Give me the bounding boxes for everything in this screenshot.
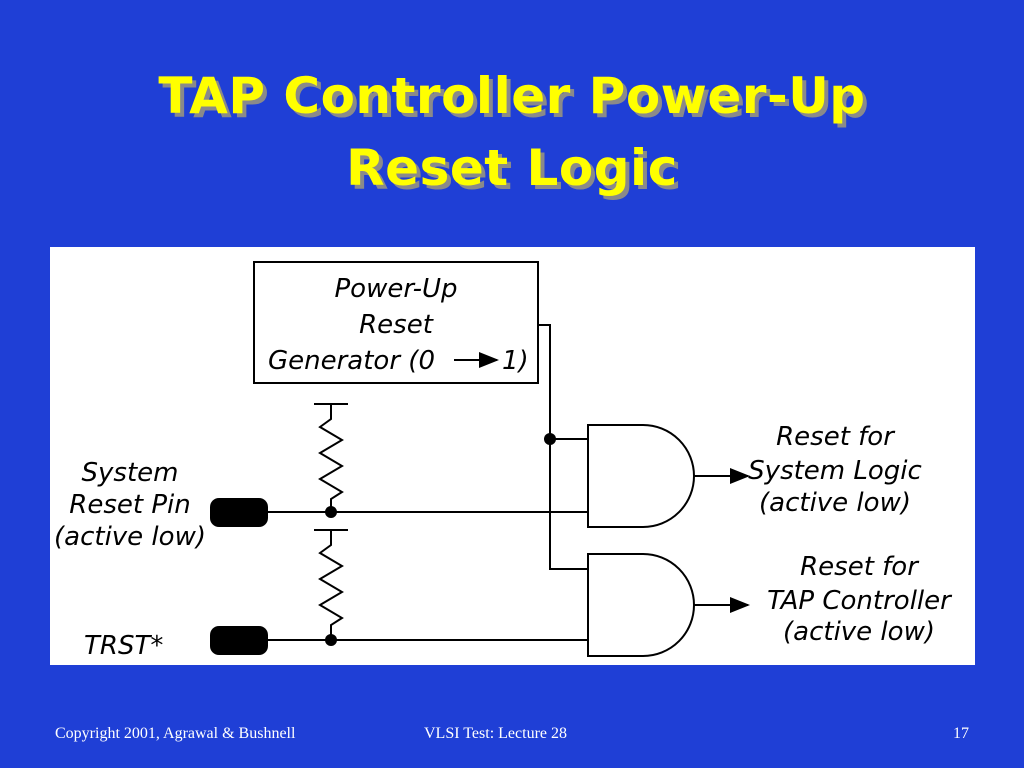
footer-lecture: VLSI Test: Lecture 28 xyxy=(424,725,567,742)
generator-output-wire xyxy=(538,324,588,570)
system-reset-pin-label-line3: (active low) xyxy=(54,522,206,552)
junction-dot xyxy=(544,433,556,445)
footer-copyright: Copyright 2001, Agrawal & Bushnell xyxy=(55,725,296,742)
system-reset-pin-connector xyxy=(210,498,268,527)
output2-label-line1: Reset for xyxy=(800,552,920,582)
generator-label-line2: Reset xyxy=(359,310,434,340)
title-line-2: Reset Logic xyxy=(346,139,678,197)
junction-dot xyxy=(325,506,337,518)
output1-label-line1: Reset for xyxy=(776,422,896,452)
system-reset-pin-label-line2: Reset Pin xyxy=(69,490,190,520)
power-up-reset-generator-box: Power-Up Reset Generator (0 1) xyxy=(253,261,539,384)
generator-label-line1: Power-Up xyxy=(334,274,457,304)
junction-dot xyxy=(325,634,337,646)
circuit-schematic: Power-Up Reset Generator (0 1) xyxy=(54,261,953,661)
and-gate-1-icon xyxy=(587,424,695,528)
output1-label-line3: (active low) xyxy=(759,488,911,518)
reset-logic-diagram: Power-Up Reset Generator (0 1) xyxy=(50,247,975,665)
slide-title: TAP Controller Power-Up Reset Logic xyxy=(0,60,1024,204)
system-reset-pin-label-line1: System xyxy=(82,458,179,488)
trst-pin-connector xyxy=(210,626,268,655)
title-line-1: TAP Controller Power-Up xyxy=(158,67,866,125)
output1-label-line2: System Logic xyxy=(748,456,922,486)
footer-page-number: 17 xyxy=(953,725,969,742)
generator-label-line3: Generator (0 xyxy=(268,346,435,376)
pull-up-resistor-1 xyxy=(314,403,348,512)
pull-up-resistor-2 xyxy=(314,529,348,639)
output2-label-line2: TAP Controller xyxy=(767,586,953,616)
output2-label-line3: (active low) xyxy=(783,617,935,647)
trst-label: TRST* xyxy=(84,631,163,661)
generator-label-line3-end: 1) xyxy=(502,346,529,376)
and-gate-2-icon xyxy=(587,553,695,657)
